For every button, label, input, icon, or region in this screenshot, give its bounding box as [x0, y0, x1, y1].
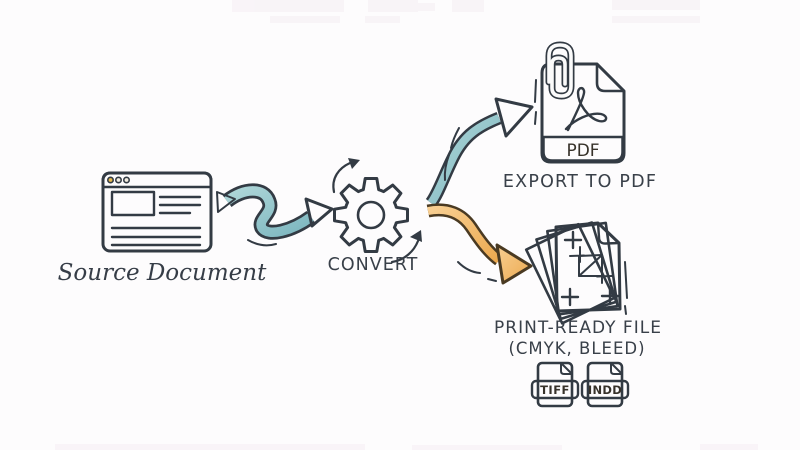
arrow-source-to-convert [216, 183, 334, 247]
pdf-output: PDF EXPORT TO PDF [503, 41, 657, 192]
ghost-artifacts [55, 0, 758, 450]
paperclip-icon [545, 41, 575, 100]
arrow-convert-to-pdf [425, 97, 534, 207]
browser-header-bar [101, 171, 213, 189]
folded-corner [595, 62, 626, 93]
folded-corner [560, 362, 573, 375]
arrowhead [494, 97, 534, 138]
tiff-label: TIFF [540, 383, 570, 397]
page-stack-icon [524, 221, 628, 325]
motion-lines [534, 79, 537, 125]
page-text-lines [110, 195, 202, 247]
acrobat-logo-icon [564, 86, 608, 132]
arrow-convert-to-print [426, 203, 533, 285]
converter: CONVERT [328, 158, 422, 275]
arrowhead [495, 243, 533, 285]
folded-corner [610, 362, 623, 375]
browser-window-dots [107, 176, 131, 184]
motion-lines [624, 261, 628, 315]
tiff-file-icon: TIFF [530, 361, 580, 408]
crop-area-icon [569, 246, 613, 284]
motion-lines [457, 261, 497, 282]
source-document-label: Source Document [58, 260, 267, 286]
print-output: PRINT-READY FILE (CMYK, BLEED) TIFF INDD [494, 221, 662, 408]
gear-icon [333, 177, 409, 253]
ribbon-tail-notch [216, 191, 236, 213]
arrowhead [304, 197, 334, 228]
pdf-banner-label: PDF [566, 141, 599, 161]
rotation-arrow-bottom [390, 230, 422, 264]
pdf-output-label: EXPORT TO PDF [503, 172, 657, 192]
rotation-arrow-top [332, 158, 360, 194]
front-page [554, 221, 622, 313]
registration-marks [560, 230, 620, 307]
convert-label: CONVERT [328, 255, 419, 275]
print-output-label: PRINT-READY FILE [494, 318, 662, 338]
format-badge [530, 379, 580, 400]
page-image-placeholder [110, 190, 156, 217]
folded-corner [596, 221, 621, 245]
indd-file-icon: INDD [580, 361, 630, 408]
indd-label: INDD [588, 383, 622, 397]
pdf-file-icon [540, 62, 626, 164]
pdf-banner [542, 135, 624, 162]
motion-line [247, 239, 277, 247]
motion-lines [443, 127, 460, 181]
format-badge [580, 379, 630, 400]
print-output-sublabel: (CMYK, BLEED) [508, 339, 645, 358]
source-document: Source Document [58, 171, 267, 286]
browser-window-icon [101, 171, 213, 253]
gear-center-hole [356, 200, 386, 230]
